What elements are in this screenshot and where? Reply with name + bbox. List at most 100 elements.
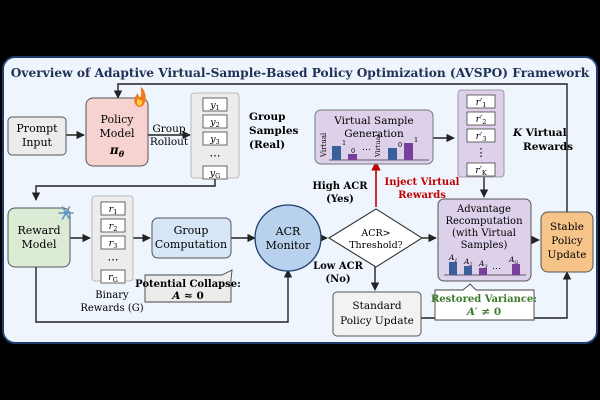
- reward-model-label-1: Reward: [17, 224, 60, 237]
- virtual-bar-3: [388, 148, 397, 160]
- binary-rewards-label-1: Binary: [95, 290, 129, 301]
- virtual-generation-label-1: Virtual Sample: [333, 115, 413, 127]
- group-computation-label-2: Computation: [155, 238, 227, 251]
- restored-variance-label-2: A′ ≠ 0: [466, 306, 501, 318]
- advantage-bar-2: [464, 266, 472, 275]
- group-sample-item: y3: [209, 134, 220, 146]
- stable-update-label-3: Update: [548, 249, 587, 261]
- advantage-label-4: Samples): [461, 240, 508, 251]
- inject-virtual-label-2: Rewards: [398, 190, 446, 201]
- group-computation-node: Group Computation: [151, 217, 232, 259]
- advantage-bar-3: [479, 268, 487, 275]
- virtual-sample-generation-node: Virtual Sample Generation Virtual 1 0 ⋯ …: [314, 109, 434, 165]
- group-rollout-label-2: Rollout: [150, 136, 189, 148]
- stable-update-label-2: Policy: [551, 235, 583, 247]
- snowflake-icon: [58, 206, 74, 220]
- low-acr-label-1: Low ACR: [313, 261, 364, 272]
- acr-threshold-decision: ACR> Threshold?: [327, 208, 424, 268]
- reward-model-node: Reward Model: [7, 206, 74, 268]
- arrow-reward-loop-to-acr: [35, 267, 293, 323]
- stable-update-label-1: Stable: [550, 221, 584, 233]
- policy-model-label-2: Model: [100, 127, 135, 140]
- arrow-stable-to-policy: [113, 83, 568, 212]
- virtual-bar-2-label: 0: [351, 147, 355, 155]
- decision-label-2: Threshold?: [349, 240, 403, 251]
- virtual-bar-2: [348, 154, 357, 160]
- virtual-reward-box: [466, 128, 496, 143]
- group-sample-item: ⋯: [210, 149, 221, 162]
- acr-monitor-node: ACR Monitor: [254, 204, 322, 272]
- advantage-label-3: (with Virtual: [452, 228, 516, 239]
- group-samples-panel: y1 y2 y3 ⋯ yG Group Samples (Real): [190, 92, 299, 180]
- policy-model-symbol: πθ: [109, 143, 125, 159]
- group-samples-label-2: Samples: [249, 125, 299, 137]
- virtual-dots: ⋯: [362, 145, 371, 155]
- binary-reward-box: [100, 269, 126, 284]
- potential-collapse-label-2: A ≈ 0: [171, 290, 204, 302]
- advantage-bar-4: [512, 264, 520, 275]
- virtual-reward-box: [466, 162, 496, 177]
- flame-icon: [134, 87, 146, 107]
- virtual-rewards-label-2: Rewards: [523, 141, 573, 153]
- binary-reward-item: r3: [109, 238, 118, 250]
- acr-monitor-label-2: Monitor: [266, 239, 312, 252]
- advantage-dots: ⋯: [492, 264, 501, 274]
- advantage-label-1: Advantage: [456, 204, 511, 215]
- virtual-reward-item: r′2: [476, 114, 487, 126]
- virtual-reward-item: r′3: [476, 131, 487, 143]
- virtual-reward-box: [466, 94, 496, 109]
- virtual-bar-1: [332, 146, 341, 160]
- group-sample-box: [202, 165, 228, 180]
- prompt-input-node: Prompt Input: [7, 116, 67, 156]
- binary-rewards-panel: r1 r2 r3 ⋯ rG Binary Rewards (G): [80, 195, 144, 314]
- advantage-bar-label: A1: [448, 253, 458, 264]
- standard-update-label-2: Policy Update: [340, 315, 414, 327]
- advantage-bar-label: A3: [478, 259, 488, 270]
- prompt-input-label-1: Prompt: [16, 122, 58, 135]
- group-sample-item: y2: [209, 117, 220, 129]
- binary-reward-item: ⋯: [108, 253, 119, 266]
- inject-virtual-label-1: Inject Virtual: [385, 177, 460, 188]
- virtual-generation-label-2: Generation: [344, 128, 404, 140]
- restored-variance-callout: Restored Variance: A′ ≠ 0: [431, 283, 537, 321]
- virtual-bar-3-label: 0: [398, 141, 402, 149]
- binary-reward-item: r2: [109, 221, 118, 233]
- policy-model-label-1: Policy: [101, 113, 135, 126]
- advantage-recomputation-node: Advantage Recomputation (with Virtual Sa…: [437, 198, 532, 282]
- group-sample-box: [202, 131, 228, 146]
- group-rollout-label-1: Group: [152, 123, 185, 135]
- standard-policy-update-node: Standard Policy Update: [332, 291, 422, 337]
- group-sample-item: yG: [209, 168, 221, 180]
- policy-model-node: Policy Model πθ: [85, 87, 149, 167]
- virtual-bar-4-label: 1: [414, 136, 418, 144]
- virtual-reward-item: ⋮: [476, 146, 487, 159]
- restored-variance-label-1: Restored Variance:: [431, 294, 537, 305]
- group-samples-label-1: Group: [249, 111, 285, 123]
- arrow-samples-to-reward: [31, 178, 216, 201]
- virtual-bar-4: [404, 143, 413, 160]
- advantage-bar-1: [449, 262, 457, 275]
- virtual-reward-item: r′1: [476, 97, 487, 109]
- virtual-rewards-label-1: K Virtual: [512, 127, 567, 139]
- binary-reward-item: rG: [108, 272, 118, 284]
- binary-reward-box: [100, 218, 126, 233]
- diagram-title: Overview of Adaptive Virtual-Sample-Base…: [11, 66, 590, 80]
- binary-reward-item: r1: [109, 204, 118, 216]
- binary-rewards-label-2: Rewards (G): [80, 303, 143, 314]
- standard-update-label-1: Standard: [352, 300, 401, 312]
- connectors: [31, 83, 572, 323]
- advantage-bar-label: A2: [463, 257, 473, 268]
- group-sample-item: y1: [209, 100, 220, 112]
- reward-model-label-2: Model: [22, 238, 57, 251]
- advantage-bar-label: AG: [508, 255, 518, 266]
- high-acr-label-1: High ACR: [312, 181, 368, 192]
- group-sample-box: [202, 114, 228, 129]
- acr-monitor-label-1: ACR: [275, 225, 301, 238]
- group-sample-box: [202, 97, 228, 112]
- group-samples-label-3: (Real): [249, 139, 285, 151]
- low-acr-label-2: (No): [325, 274, 350, 285]
- high-acr-label-2: (Yes): [326, 194, 354, 205]
- virtual-reward-item: r′K: [475, 165, 487, 177]
- potential-collapse-callout: Potential Collapse: A ≈ 0: [135, 269, 241, 303]
